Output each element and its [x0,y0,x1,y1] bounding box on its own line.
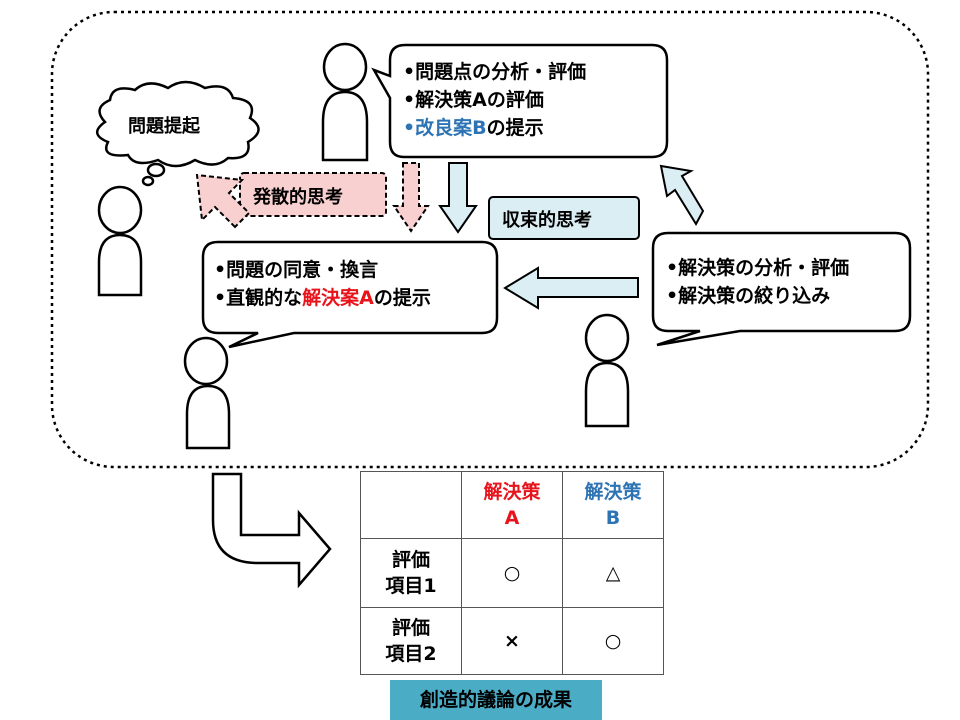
bubble-left-line-1: •問題の同意・換言 [214,259,379,281]
row-label-line-1: 評価 [391,617,430,639]
header-solution-a-letter: A [504,507,520,529]
speech-bubble-top [371,43,669,159]
convergent-arrow-up-left [659,164,705,226]
table-row: 評価 項目1 ○ △ [360,538,664,608]
divergent-thinking-label: 発散的思考 [253,187,343,208]
convergent-arrow-down [438,162,478,234]
row-label-line-1: 評価 [391,549,430,571]
solution-a-highlight: 解決案A [302,287,374,309]
bubble-top-text: •問題点の分析・評価 •解決策Aの評価 •改良案Bの提示 [403,58,586,142]
person-right [584,313,630,428]
convergent-thinking-label: 収束的思考 [502,210,592,231]
cell-solution-b: ○ [562,607,664,675]
bubble-left-line-2-prefix: •直観的な [214,287,303,309]
speech-bubble-left [201,240,499,349]
thought-cloud [96,80,260,187]
header-solution-b: 解決策 B [562,471,664,539]
improved-plan-b: •改良案B [403,117,487,139]
divergent-arrow-down [392,162,430,233]
row-label: 評価 項目2 [360,607,462,675]
bubble-top-line-3: •改良案Bの提示 [403,114,586,142]
row-label-line-2: 項目1 [385,575,437,597]
outcome-label: 創造的議論の成果 [390,680,602,720]
bubble-left-line-2-suffix: の提示 [373,287,431,309]
cell-solution-b: △ [562,538,664,608]
header-solution-b-letter: B [605,507,621,529]
table-header-row: 解決策 A 解決策 B [360,471,664,539]
row-label: 評価 項目1 [360,538,462,608]
bubble-right-line-1: •解決策の分析・評価 [666,257,850,279]
result-table: 解決策 A 解決策 B 評価 項目1 ○ △ 評価 項目2 × ○ [360,471,664,675]
bubble-top-line-1: •問題点の分析・評価 [403,61,587,83]
person-bottom-left [183,336,231,450]
think-cloud-text: 問題提起 [128,116,200,137]
convergent-arrow-left [503,266,639,310]
header-solution-a-name: 解決策 [483,481,541,503]
header-solution-a: 解決策 A [461,471,563,539]
bubble-right-text: •解決策の分析・評価 •解決策の絞り込み [666,254,849,310]
convergent-label-box [488,196,640,240]
person-top [321,42,369,162]
row-label-line-2: 項目2 [385,643,437,665]
discussion-frame [50,10,930,469]
person-left [97,185,143,297]
bubble-left-text: •問題の同意・換言 •直観的な解決案Aの提示 [214,256,431,312]
divergent-arrow-up-left [195,173,251,229]
table-corner-cell [360,471,462,539]
bubble-left-line-2: •直観的な解決案Aの提示 [214,284,431,312]
bubble-top-line-2: •解決策Aの評価 [403,89,544,111]
cell-solution-a: × [461,607,563,675]
result-arrow [211,472,332,589]
speech-bubble-right [651,231,912,347]
bubble-right-line-2: •解決策の絞り込み [666,285,831,307]
header-solution-b-name: 解決策 [584,481,642,503]
cell-solution-a: ○ [461,538,563,608]
divergent-label-box [239,172,387,217]
bubble-top-line-3-suffix: の提示 [486,117,544,139]
table-row: 評価 項目2 × ○ [360,607,664,675]
